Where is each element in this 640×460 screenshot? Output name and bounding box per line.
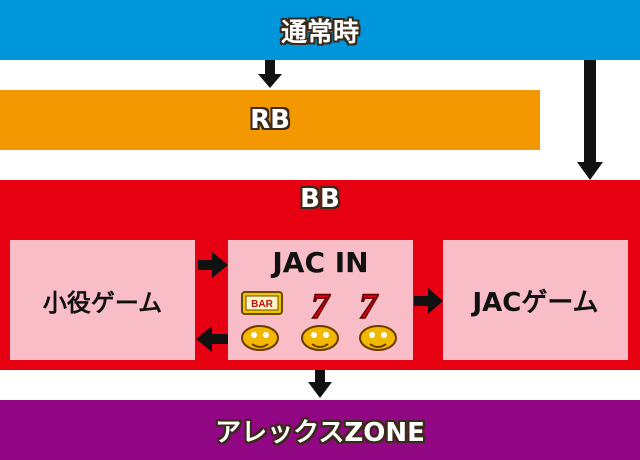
bb-state-label: BB <box>300 184 340 214</box>
character-symbol-icon <box>359 325 397 351</box>
jac-in-box: JAC IN BAR 7 7 <box>228 240 413 360</box>
character-symbol-icon <box>241 325 279 351</box>
zone-state-label: アレックスZONE <box>215 417 425 448</box>
bb-state-area: BB 小役ゲーム JAC IN BAR 7 7 <box>0 180 640 370</box>
svg-text:BAR: BAR <box>251 299 273 310</box>
arrow-right-icon <box>414 288 443 314</box>
seven-symbol-icon: 7 <box>358 285 380 327</box>
jac-game-box: JACゲーム <box>443 240 628 360</box>
reel-symbols-graphic: BAR 7 7 <box>241 285 397 351</box>
arrow-down-icon <box>258 60 282 88</box>
jac-game-label: JACゲーム <box>472 287 599 318</box>
arrow-down-icon <box>577 60 603 180</box>
koyaku-game-box: 小役ゲーム <box>10 240 195 360</box>
arrow-left-icon <box>196 326 228 352</box>
arrow-right-icon <box>198 252 228 278</box>
arrow-down-icon <box>308 370 332 398</box>
jac-in-label: JAC IN <box>272 246 369 279</box>
normal-state-label: 通常時 <box>280 17 359 48</box>
koyaku-game-label: 小役ゲーム <box>42 288 163 317</box>
normal-state-bar: 通常時 <box>0 0 640 60</box>
seven-symbol-icon: 7 <box>310 285 332 327</box>
svg-text:7: 7 <box>311 286 331 326</box>
rb-state-label: RB <box>250 105 290 135</box>
zone-state-bar: アレックスZONE <box>0 400 640 460</box>
character-symbol-icon <box>301 325 339 351</box>
bar-symbol-icon: BAR <box>241 291 283 315</box>
svg-text:7: 7 <box>359 286 379 326</box>
rb-state-bar: RB <box>0 90 540 150</box>
